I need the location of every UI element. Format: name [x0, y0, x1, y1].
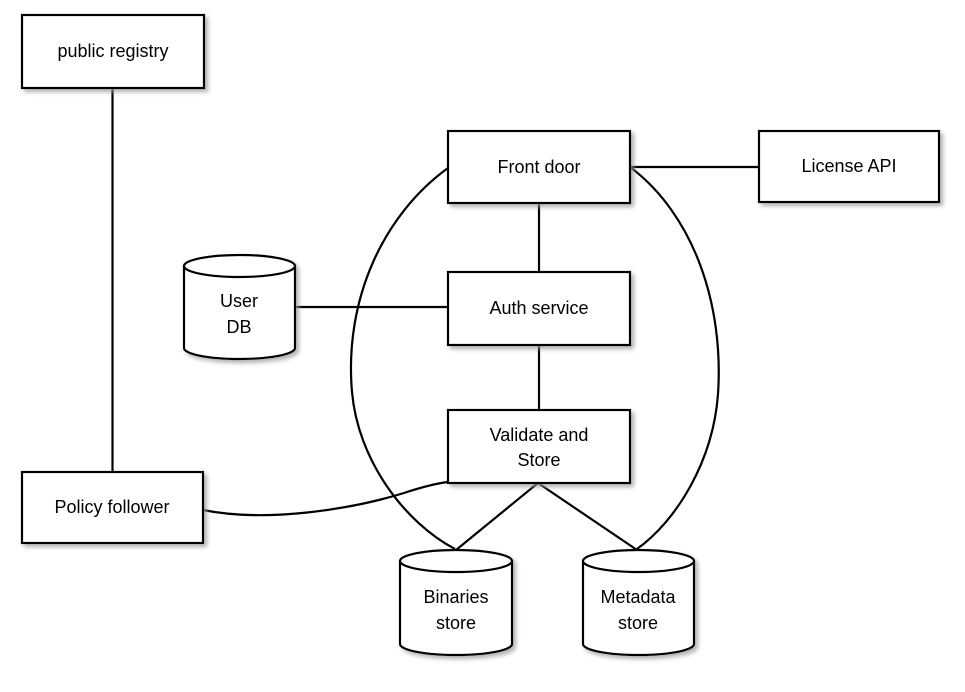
node-auth-service[interactable] — [446, 270, 632, 347]
node-license-api[interactable] — [757, 129, 941, 204]
license-api-box[interactable] — [757, 129, 941, 204]
binaries-store-cylinder-body[interactable] — [398, 559, 514, 657]
validate-and-store-box[interactable] — [446, 408, 632, 485]
public-registry-label: public registry — [57, 41, 168, 61]
node-validate-and-store[interactable] — [446, 408, 632, 485]
validate-and-store-label-line2: Store — [517, 450, 560, 470]
binaries-store-label-line2: store — [436, 613, 476, 633]
edge-validate-and-store-to-metadata-store — [537, 482, 638, 551]
node-public-registry[interactable] — [20, 13, 206, 90]
public-registry-box[interactable] — [20, 13, 206, 90]
user-db-cylinder-top — [182, 253, 297, 279]
edge-policy-follower-to-validate-and-store — [202, 480, 449, 517]
license-api-label: License API — [801, 156, 896, 176]
front-door-box[interactable] — [446, 129, 632, 205]
metadata-store-label-line1: Metadata — [600, 587, 676, 607]
binaries-store-cylinder-top — [398, 548, 514, 574]
policy-follower-box[interactable] — [20, 470, 205, 545]
policy-follower-label: Policy follower — [54, 497, 169, 517]
node-metadata-store[interactable] — [581, 548, 696, 657]
node-policy-follower[interactable] — [20, 470, 205, 545]
user-db-cylinder-body[interactable] — [182, 264, 297, 361]
front-door-label: Front door — [497, 157, 580, 177]
metadata-store-cylinder-top — [581, 548, 696, 574]
auth-service-label: Auth service — [489, 298, 588, 318]
auth-service-box[interactable] — [446, 270, 632, 347]
node-user-db[interactable] — [182, 253, 297, 361]
edge-front-door-to-binaries-store — [349, 167, 456, 550]
validate-and-store-label-line1: Validate and — [490, 425, 589, 445]
user-db-label-line2: DB — [226, 317, 251, 337]
metadata-store-label-line2: store — [618, 613, 658, 633]
edge-layer — [111, 88, 759, 551]
edge-validate-and-store-to-binaries-store — [455, 482, 539, 551]
metadata-store-cylinder-body[interactable] — [581, 559, 696, 657]
node-binaries-store[interactable] — [398, 548, 514, 657]
user-db-label-line1: User — [220, 291, 258, 311]
binaries-store-label-line1: Binaries — [423, 587, 488, 607]
node-front-door[interactable] — [446, 129, 632, 205]
edge-front-door-to-metadata-store — [629, 166, 720, 550]
